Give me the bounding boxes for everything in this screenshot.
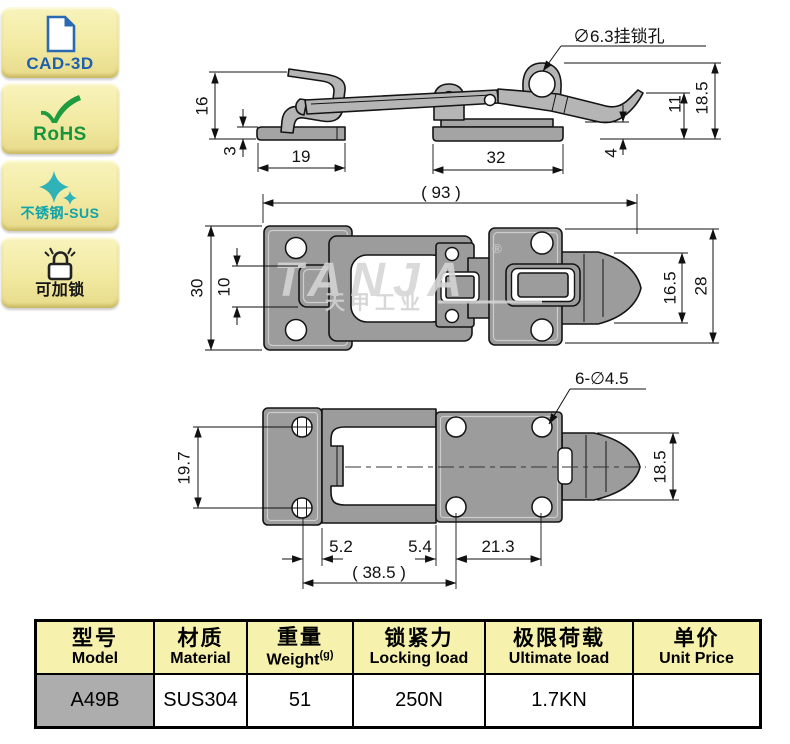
padlock-hole: [528, 70, 556, 98]
dim-overall-height: 18.5: [693, 81, 712, 114]
padlock-icon: [44, 247, 76, 281]
bottom-view-dimensions: 6-∅4.5 19.7 18.5 5.2 5.4 21.3 ( 38.5 ): [175, 369, 679, 589]
spec-table: 型号 Model 材质 Material 重量 Weight(g) 锁紧力 Lo…: [34, 619, 762, 729]
dim-tip-height: 11: [666, 95, 685, 113]
badge-cad-3d: CAD-3D: [1, 7, 119, 78]
dim-c: 21.3: [481, 537, 514, 556]
dim-base-height: 4: [602, 148, 621, 157]
hinge-pin: [483, 93, 497, 107]
cad-document-icon: [46, 15, 76, 52]
dim-plate-thickness: 3: [221, 146, 240, 155]
mount-hole: [445, 416, 467, 438]
badge-stainless: 不锈钢-SUS: [1, 160, 119, 231]
tongue-slot: [557, 447, 573, 485]
bail-frame-bottom: [321, 408, 437, 524]
mount-hole: [284, 318, 308, 342]
header-locking-load: 锁紧力 Locking load: [354, 622, 486, 675]
dim-hook-height: 16: [193, 97, 212, 116]
badge-label-cad3d: CAD-3D: [26, 53, 94, 73]
callout-padlock-hole: ∅6.3挂锁孔: [573, 27, 665, 46]
plan-view: TANJA ® 天甲工业: [263, 225, 642, 351]
badge-label-stainless: 不锈钢-SUS: [20, 205, 100, 221]
watermark-brand: TANJA: [274, 254, 470, 307]
side-view: [256, 62, 644, 142]
watermark-company: 天甲工业: [325, 291, 425, 314]
mount-hole: [530, 318, 554, 342]
badge-label-rohs: RoHS: [33, 123, 87, 145]
dim-overall-length: ( 93 ): [421, 183, 461, 202]
dim-a: 5.2: [329, 537, 353, 556]
plan-view-dimensions: 30 10 16.5 28: [188, 225, 719, 351]
header-ultimate-load: 极限荷载 Ultimate load: [486, 622, 634, 675]
cell-ultimate-load: 1.7KN: [486, 675, 634, 726]
rivet: [444, 308, 460, 324]
cell-material: SUS304: [155, 675, 248, 726]
side-view-dimensions: 16 3 19 32 4 11 18.5 ∅6.3挂锁孔: [193, 27, 721, 234]
cell-unit-price: [634, 675, 759, 726]
dim-tongue-width-bottom: 18.5: [651, 450, 670, 483]
mount-hole: [284, 236, 308, 260]
bottom-view: [262, 407, 646, 526]
sidebar: CAD-3D RoHS 不锈钢-SUS 可加锁: [0, 0, 130, 330]
badge-label-lockable: 可加锁: [35, 282, 85, 299]
cell-locking-load: 250N: [354, 675, 486, 726]
cell-weight: 51: [248, 675, 354, 726]
rivet: [444, 246, 460, 262]
header-weight: 重量 Weight(g): [248, 622, 354, 675]
mount-hole: [531, 416, 553, 438]
check-icon: [41, 94, 81, 123]
lever-arm-end: [295, 98, 308, 116]
dim-hook-length: 19: [292, 147, 311, 166]
strike-plate: [256, 126, 346, 141]
header-unit-price: 单价 Unit Price: [634, 622, 759, 675]
mount-hole: [531, 496, 553, 518]
dim-b: 5.4: [408, 537, 432, 556]
header-model: 型号 Model: [37, 622, 155, 675]
base-plate: [432, 126, 564, 142]
badge-lockable: 可加锁: [1, 237, 119, 308]
dim-tongue-width: 16.5: [661, 271, 680, 304]
mount-hole: [530, 231, 554, 255]
dim-base-length: 32: [487, 148, 506, 167]
dim-body-width: 30: [188, 279, 207, 298]
dim-hole-spacing: 19.7: [175, 451, 194, 484]
header-material: 材质 Material: [155, 622, 248, 675]
sparkle-icon: [39, 171, 77, 205]
dim-overall-bottom: ( 38.5 ): [352, 563, 406, 582]
callout-mount-holes: 6-∅4.5: [575, 369, 629, 388]
catch-lever: [497, 88, 644, 124]
cell-model: A49B: [37, 675, 155, 726]
badge-rohs: RoHS: [1, 83, 119, 154]
dim-tab-width: 10: [215, 278, 234, 297]
watermark-reg: ®: [492, 241, 502, 256]
dim-plate-width: 28: [692, 277, 711, 296]
watermark: TANJA ® 天甲工业: [274, 241, 542, 314]
